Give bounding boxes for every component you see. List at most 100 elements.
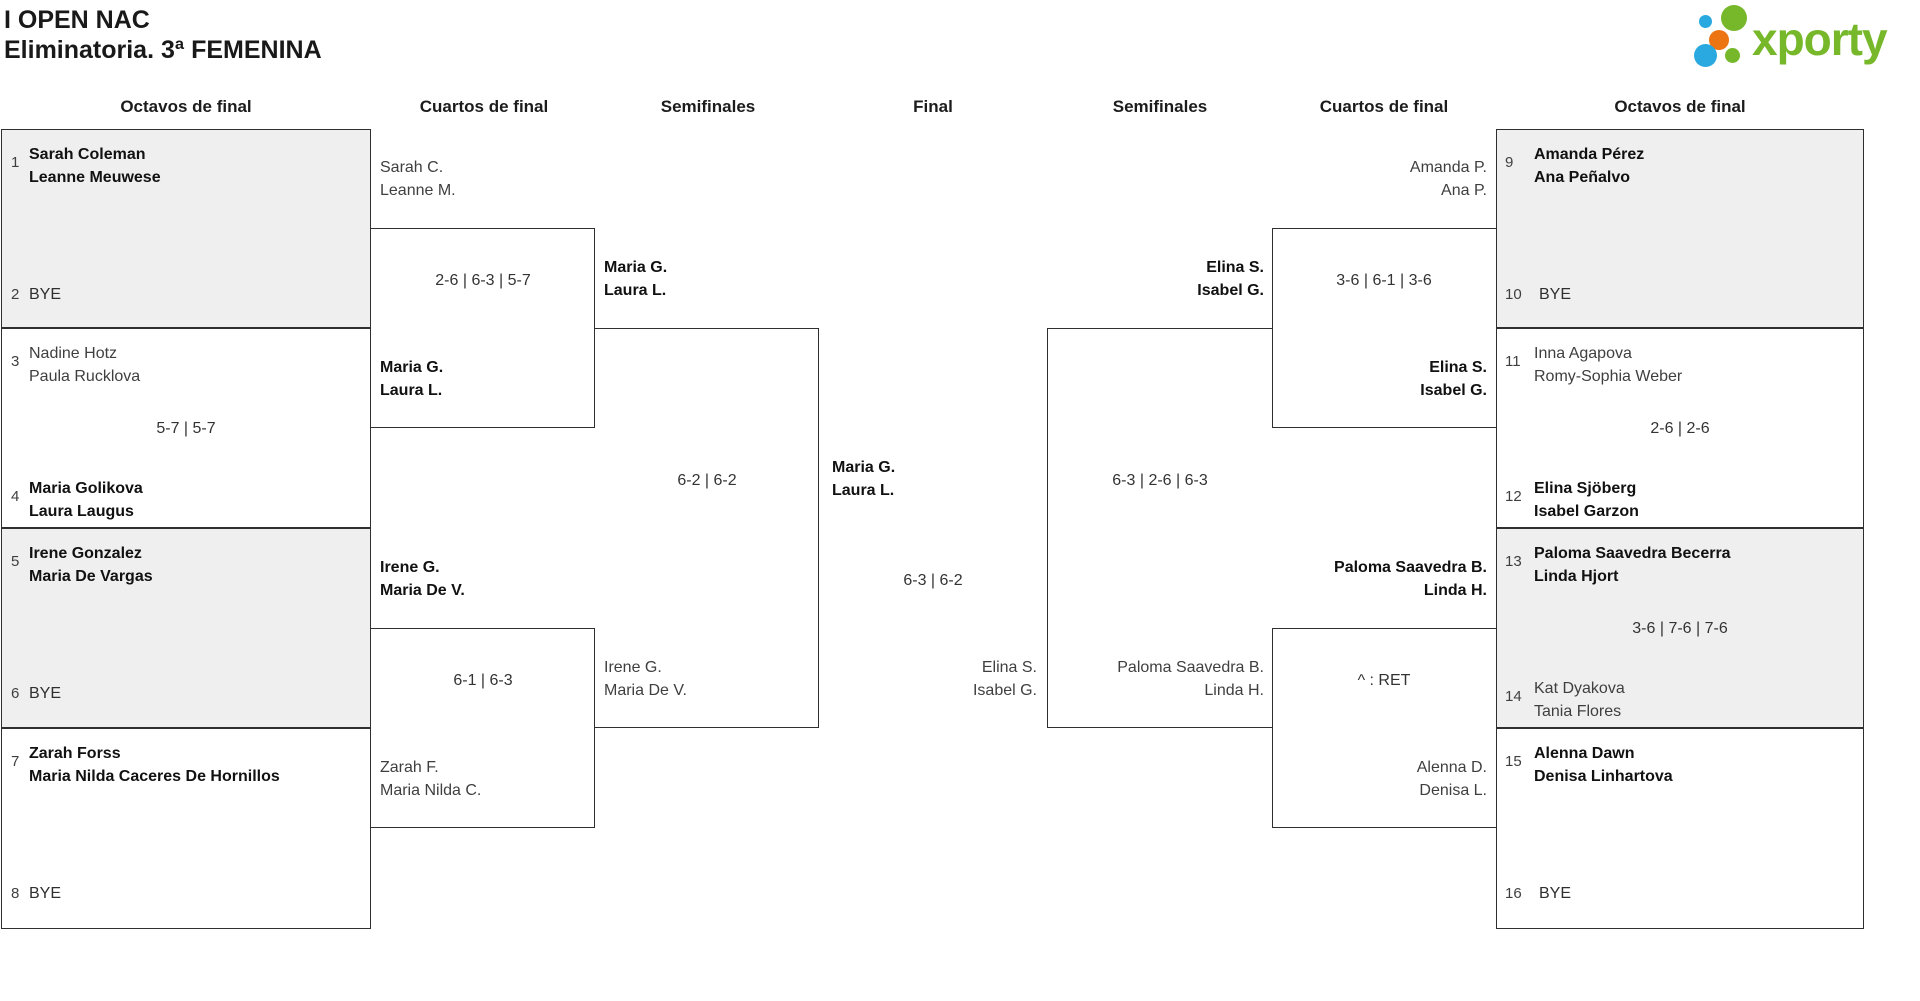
team-entry: Elina Sjöberg Isabel Garzon (1534, 477, 1639, 523)
player-name: Elina S. (981, 659, 1037, 676)
team-label-final-runnerup: Elina S. Isabel G. (807, 656, 1037, 702)
seed-number: 13 (1505, 553, 1522, 570)
player-name: Linda Hjort (1534, 568, 1619, 585)
seed-number: 4 (11, 488, 20, 505)
player-name: Elina S. (1429, 359, 1487, 376)
player-name: Maria De V. (604, 682, 687, 699)
team-entry: Kat Dyakova Tania Flores (1534, 677, 1625, 723)
player-name: Leanne Meuwese (29, 169, 161, 186)
seed-number: 7 (11, 753, 20, 770)
player-name: Romy-Sophia Weber (1534, 368, 1683, 385)
player-name: Linda H. (1423, 582, 1487, 599)
match-box-seeds-9-10: 9 Amanda Pérez Ana Peñalvo 10 BYE (1496, 129, 1864, 328)
match-score: 2-6 | 2-6 (1650, 420, 1710, 437)
player-name: Maria G. (832, 459, 896, 476)
player-name: Maria Nilda Caceres De Hornillos (29, 768, 280, 785)
team-entry: Paloma Saavedra Becerra Linda Hjort (1534, 542, 1731, 588)
player-name: Isabel G. (1197, 282, 1264, 299)
team-label: Maria G. Laura L. (380, 356, 610, 402)
logo-dot-green-large (1721, 5, 1747, 31)
player-name: Leanne M. (380, 182, 456, 199)
logo-dot-blue-small (1699, 15, 1712, 28)
player-name: Ana Peñalvo (1534, 169, 1631, 186)
seed-number: 12 (1505, 488, 1522, 505)
bye-entry: BYE (29, 286, 62, 303)
player-name: Linda H. (1204, 682, 1264, 699)
team-entry: Alenna Dawn Denisa Linhartova (1534, 742, 1673, 788)
team-label: Amanda P. Ana P. (1257, 156, 1487, 202)
match-score: 6-2 | 6-2 (677, 472, 737, 489)
player-name: Sarah Coleman (29, 146, 146, 163)
match-box-seeds-5-6: 5 Irene Gonzalez Maria De Vargas 6 BYE (1, 528, 371, 728)
logo-dot-blue-large (1694, 44, 1717, 67)
tournament-title: I OPEN NAC Eliminatoria. 3ª FEMENINA (4, 5, 322, 65)
seed-number: 15 (1505, 753, 1522, 770)
player-name: Laura Laugus (29, 503, 134, 520)
match-box-seeds-3-4: 3 Nadine Hotz Paula Rucklova 5-7 | 5-7 4… (1, 328, 371, 528)
seed-number: 14 (1505, 688, 1522, 705)
round-header-cuartos-right: Cuartos de final (1319, 97, 1449, 116)
match-box-seeds-1-2: 1 Sarah Coleman Leanne Meuwese 2 BYE (1, 129, 371, 328)
player-name: Laura L. (604, 282, 667, 299)
player-name: Nadine Hotz (29, 345, 118, 362)
logo-wordmark: xporty (1752, 13, 1888, 65)
player-name: Elina S. (1206, 259, 1264, 276)
bye-entry: BYE (29, 685, 62, 702)
player-name: Irene G. (604, 659, 662, 676)
player-name: Maria De V. (380, 582, 465, 599)
team-label: Zarah F. Maria Nilda C. (380, 756, 610, 802)
player-name: Paloma Saavedra B. (1334, 559, 1487, 576)
seed-number: 16 (1505, 885, 1522, 902)
seed-number: 10 (1505, 286, 1522, 303)
connector-quarter-right-1 (1272, 228, 1496, 428)
team-entry: Amanda Pérez Ana Peñalvo (1534, 143, 1644, 189)
player-name: Zarah Forss (29, 745, 121, 762)
match-score: 3-6 | 7-6 | 7-6 (1632, 620, 1728, 637)
seed-number: 6 (11, 685, 20, 702)
player-name: Maria De Vargas (29, 568, 153, 585)
tournament-name: I OPEN NAC (4, 6, 150, 34)
player-name: Irene Gonzalez (29, 545, 142, 562)
connector-semi-left (595, 328, 819, 728)
team-label: Irene G. Maria De V. (380, 556, 610, 602)
bye-entry: BYE (29, 885, 62, 902)
match-score-retired: ^ : RET (1357, 672, 1411, 689)
player-name: Amanda P. (1409, 159, 1487, 176)
player-name: Laura L. (380, 382, 443, 399)
bye-entry: BYE (1539, 885, 1572, 902)
seed-number: 11 (1505, 353, 1521, 370)
player-name: Kat Dyakova (1534, 680, 1625, 697)
round-header-octavos-right: Octavos de final (1614, 97, 1746, 116)
match-box-seeds-13-14: 13 Paloma Saavedra Becerra Linda Hjort 3… (1496, 528, 1864, 728)
xporty-logo[interactable]: xporty (1690, 2, 1920, 74)
match-score: 6-3 | 2-6 | 6-3 (1112, 472, 1208, 489)
logo-dot-orange (1709, 30, 1729, 50)
match-box-seeds-15-16: 15 Alenna Dawn Denisa Linhartova 16 BYE (1496, 728, 1864, 929)
player-name: Alenna D. (1416, 759, 1487, 776)
team-label: Alenna D. Denisa L. (1257, 756, 1487, 802)
team-label: Maria G. Laura L. (604, 256, 834, 302)
player-name: Sarah C. (380, 159, 444, 176)
final-score: 6-3 | 6-2 (903, 572, 963, 589)
player-name: Denisa L. (1419, 782, 1487, 799)
team-entry: Nadine Hotz Paula Rucklova (29, 342, 140, 388)
player-name: Paloma Saavedra B. (1117, 659, 1264, 676)
connector-quarter-right-2 (1272, 628, 1496, 828)
seed-number: 5 (11, 553, 20, 570)
player-name: Paloma Saavedra Becerra (1534, 545, 1731, 562)
player-name: Maria Golikova (29, 480, 143, 497)
player-name: Isabel Garzon (1534, 503, 1639, 520)
match-box-seeds-7-8: 7 Zarah Forss Maria Nilda Caceres De Hor… (1, 728, 371, 929)
player-name: Elina Sjöberg (1534, 480, 1637, 497)
player-name: Maria G. (604, 259, 668, 276)
player-name: Ana P. (1441, 182, 1487, 199)
team-label: Sarah C. Leanne M. (380, 156, 610, 202)
player-name: Alenna Dawn (1534, 745, 1635, 762)
team-label: Irene G. Maria De V. (604, 656, 834, 702)
round-header-final: Final (913, 97, 953, 116)
round-header-cuartos-left: Cuartos de final (419, 97, 549, 116)
logo-dot-green-small (1725, 48, 1740, 63)
bye-entry: BYE (1539, 286, 1572, 303)
match-score: 3-6 | 6-1 | 3-6 (1336, 272, 1432, 289)
